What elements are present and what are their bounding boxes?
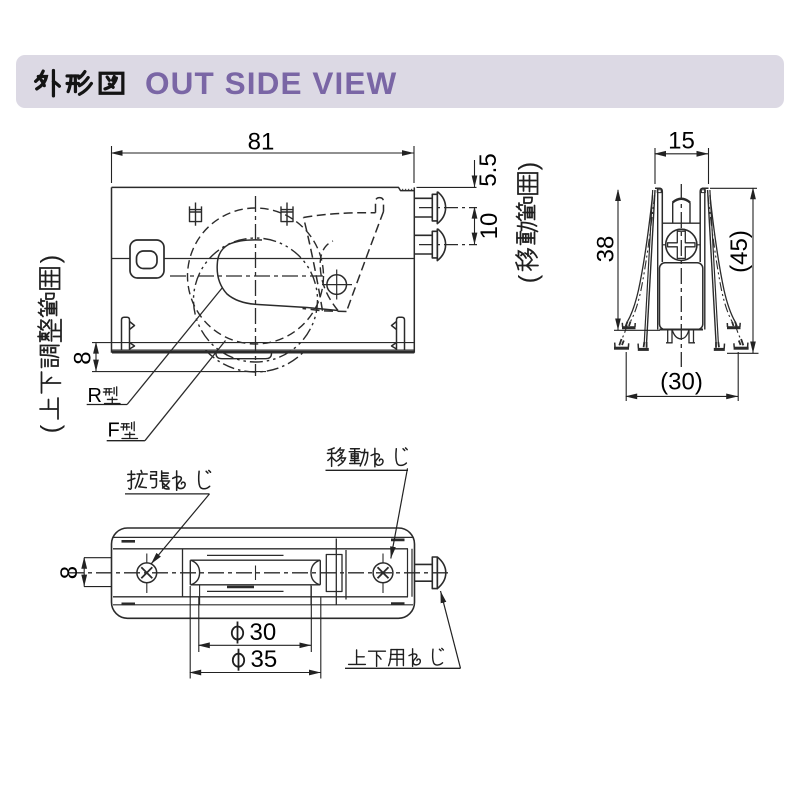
svg-text:(30): (30) [660,369,703,396]
svg-text:38: 38 [593,236,620,263]
svg-text:15: 15 [668,128,695,155]
svg-text:F: F [108,420,120,442]
svg-text:OUT SIDE VIEW: OUT SIDE VIEW [145,65,397,101]
svg-text:30: 30 [250,619,277,646]
svg-text:10: 10 [476,213,503,240]
svg-text:8: 8 [70,351,97,364]
svg-text:): ) [513,162,543,171]
svg-text:35: 35 [251,646,278,673]
svg-text:(: ( [513,274,543,283]
svg-text:5.5: 5.5 [475,153,502,186]
svg-text:81: 81 [248,129,275,156]
svg-text:(45): (45) [726,230,753,273]
svg-text:(: ( [35,424,65,433]
svg-text:): ) [35,255,65,264]
svg-text:8: 8 [56,566,83,579]
svg-text:R: R [88,385,102,407]
